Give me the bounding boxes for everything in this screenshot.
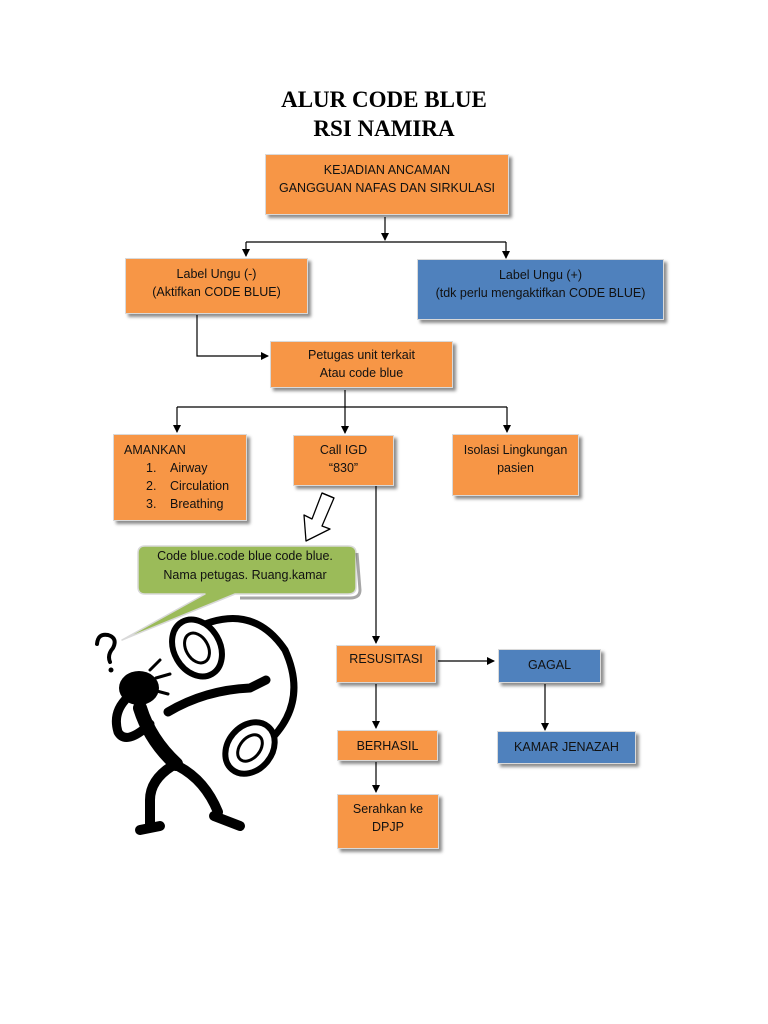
node-label-minus: Label Ungu (-) (Aktifkan CODE BLUE)	[125, 258, 308, 314]
node-resusitasi-label: RESUSITASI	[349, 652, 423, 666]
node-isolasi-line2: pasien	[497, 461, 534, 475]
node-amankan: AMANKAN 1.Airway 2.Circulation 3.Breathi…	[113, 434, 247, 521]
list-item: 2.Circulation	[146, 479, 230, 493]
speech-bubble-line1: Code blue.code blue code blue.	[157, 549, 333, 563]
node-serahkan: Serahkan ke DPJP	[337, 794, 439, 849]
node-petugas-line2: Atau code blue	[319, 366, 404, 380]
node-start-line1: KEJADIAN ANCAMAN	[323, 163, 451, 177]
node-isolasi-line1: Isolasi Lingkungan	[463, 443, 568, 457]
node-start: KEJADIAN ANCAMAN GANGGUAN NAFAS DAN SIRK…	[265, 154, 509, 215]
node-gagal-label: GAGAL	[527, 658, 572, 672]
speech-bubble-text: Code blue.code blue code blue. Nama petu…	[140, 547, 350, 585]
node-isolasi: Isolasi Lingkungan pasien	[452, 434, 579, 496]
node-kamar-jenazah-label: KAMAR JENAZAH	[514, 740, 619, 754]
node-petugas-line1: Petugas unit terkait	[307, 348, 415, 362]
node-resusitasi: RESUSITASI	[336, 645, 436, 683]
node-petugas: Petugas unit terkait Atau code blue	[270, 341, 453, 388]
node-label-plus: Label Ungu (+) (tdk perlu mengaktifkan C…	[417, 259, 664, 320]
list-item: 1.Airway	[146, 461, 208, 475]
node-gagal: GAGAL	[498, 649, 601, 683]
arrow-to-petugas	[196, 315, 269, 360]
node-amankan-heading: AMANKAN	[124, 443, 186, 457]
node-label-minus-line2: (Aktifkan CODE BLUE)	[152, 285, 281, 299]
person-shouting-into-phone-icon	[95, 615, 298, 835]
node-serahkan-line2: DPJP	[372, 820, 404, 834]
list-item: 3.Breathing	[146, 497, 224, 511]
speech-bubble-line2: Nama petugas. Ruang.kamar	[163, 568, 327, 582]
speech-bubble	[121, 545, 362, 641]
node-start-line2: GANGGUAN NAFAS DAN SIRKULASI	[278, 181, 496, 195]
node-label-plus-line2: (tdk perlu mengaktifkan CODE BLUE)	[435, 286, 646, 300]
node-label-plus-line1: Label Ungu (+)	[498, 268, 583, 282]
page-subtitle: RSI NAMIRA	[313, 116, 455, 141]
node-call-igd-line2: “830”	[328, 461, 359, 475]
node-label-minus-line1: Label Ungu (-)	[176, 267, 257, 281]
node-serahkan-line1: Serahkan ke	[352, 802, 424, 816]
node-call-igd: Call IGD “830”	[293, 435, 394, 486]
down-arrow-outline-icon	[303, 492, 335, 542]
node-call-igd-line1: Call IGD	[319, 443, 368, 457]
node-berhasil-label: BERHASIL	[356, 739, 419, 753]
node-berhasil: BERHASIL	[337, 730, 438, 761]
node-kamar-jenazah: KAMAR JENAZAH	[497, 731, 636, 764]
page-title: ALUR CODE BLUE	[281, 87, 487, 112]
